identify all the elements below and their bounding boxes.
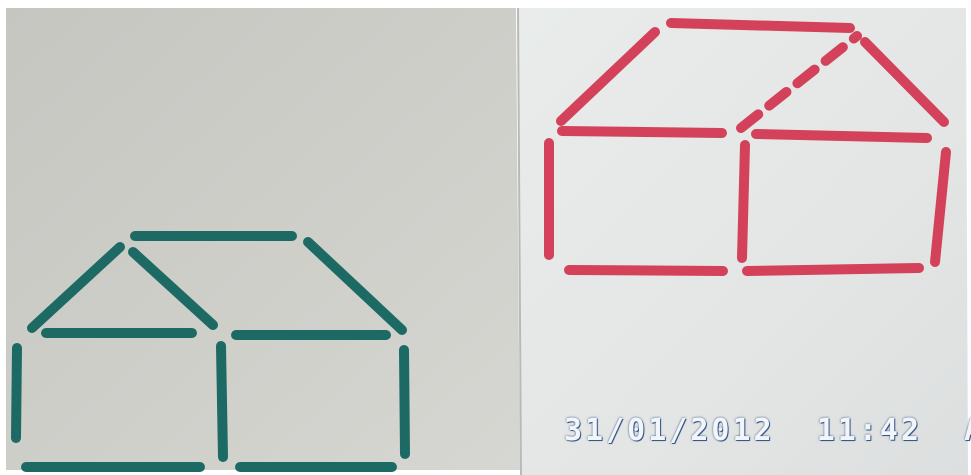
camera-timestamp: 31/01/2012 11:42 AM — [564, 416, 971, 446]
